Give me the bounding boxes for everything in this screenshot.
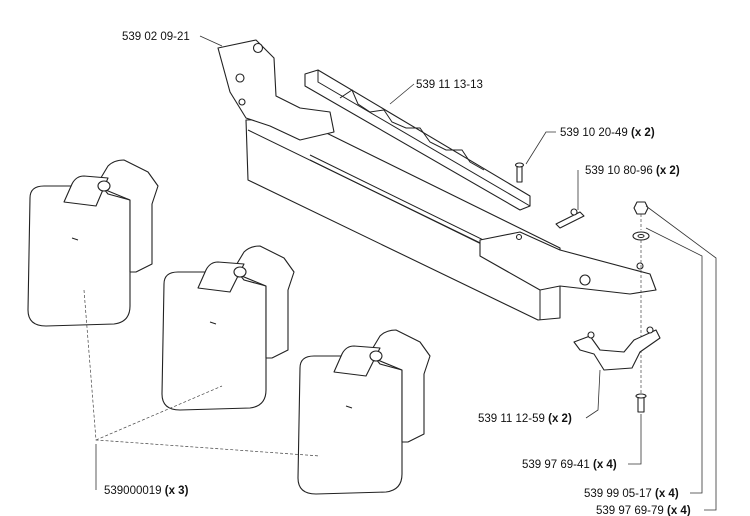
weight-2 <box>161 245 295 411</box>
leader-lines <box>95 35 717 511</box>
weight-rail <box>304 69 531 211</box>
callout-clamp: 539 11 12-59 (x 2) <box>478 413 572 425</box>
weight-3 <box>297 329 431 495</box>
main-frame-beam <box>245 117 561 321</box>
callout-weights: 539000019 (x 3) <box>104 485 189 497</box>
callout-nut: 539 97 69-79 (x 4) <box>596 505 691 516</box>
callout-bolt: 539 10 20-49 (x 2) <box>560 127 655 139</box>
callout-screw: 539 97 69-41 (x 4) <box>522 459 617 471</box>
weight-bracket <box>217 39 335 141</box>
callout-weight-bracket: 539 02 09-21 <box>122 31 190 43</box>
weight-assembly-lines <box>83 289 321 457</box>
fastener-stack <box>632 201 650 413</box>
callout-pin: 539 10 80-96 (x 2) <box>585 165 680 177</box>
callout-washer: 539 99 05-17 (x 4) <box>584 488 679 500</box>
clamp-part <box>573 326 661 371</box>
lynch-pin-part <box>555 208 585 229</box>
weight-1 <box>27 159 159 327</box>
callout-weight-rail: 539 11 13-13 <box>416 79 483 91</box>
right-end-plate <box>479 231 657 295</box>
bolt-part <box>514 162 525 183</box>
